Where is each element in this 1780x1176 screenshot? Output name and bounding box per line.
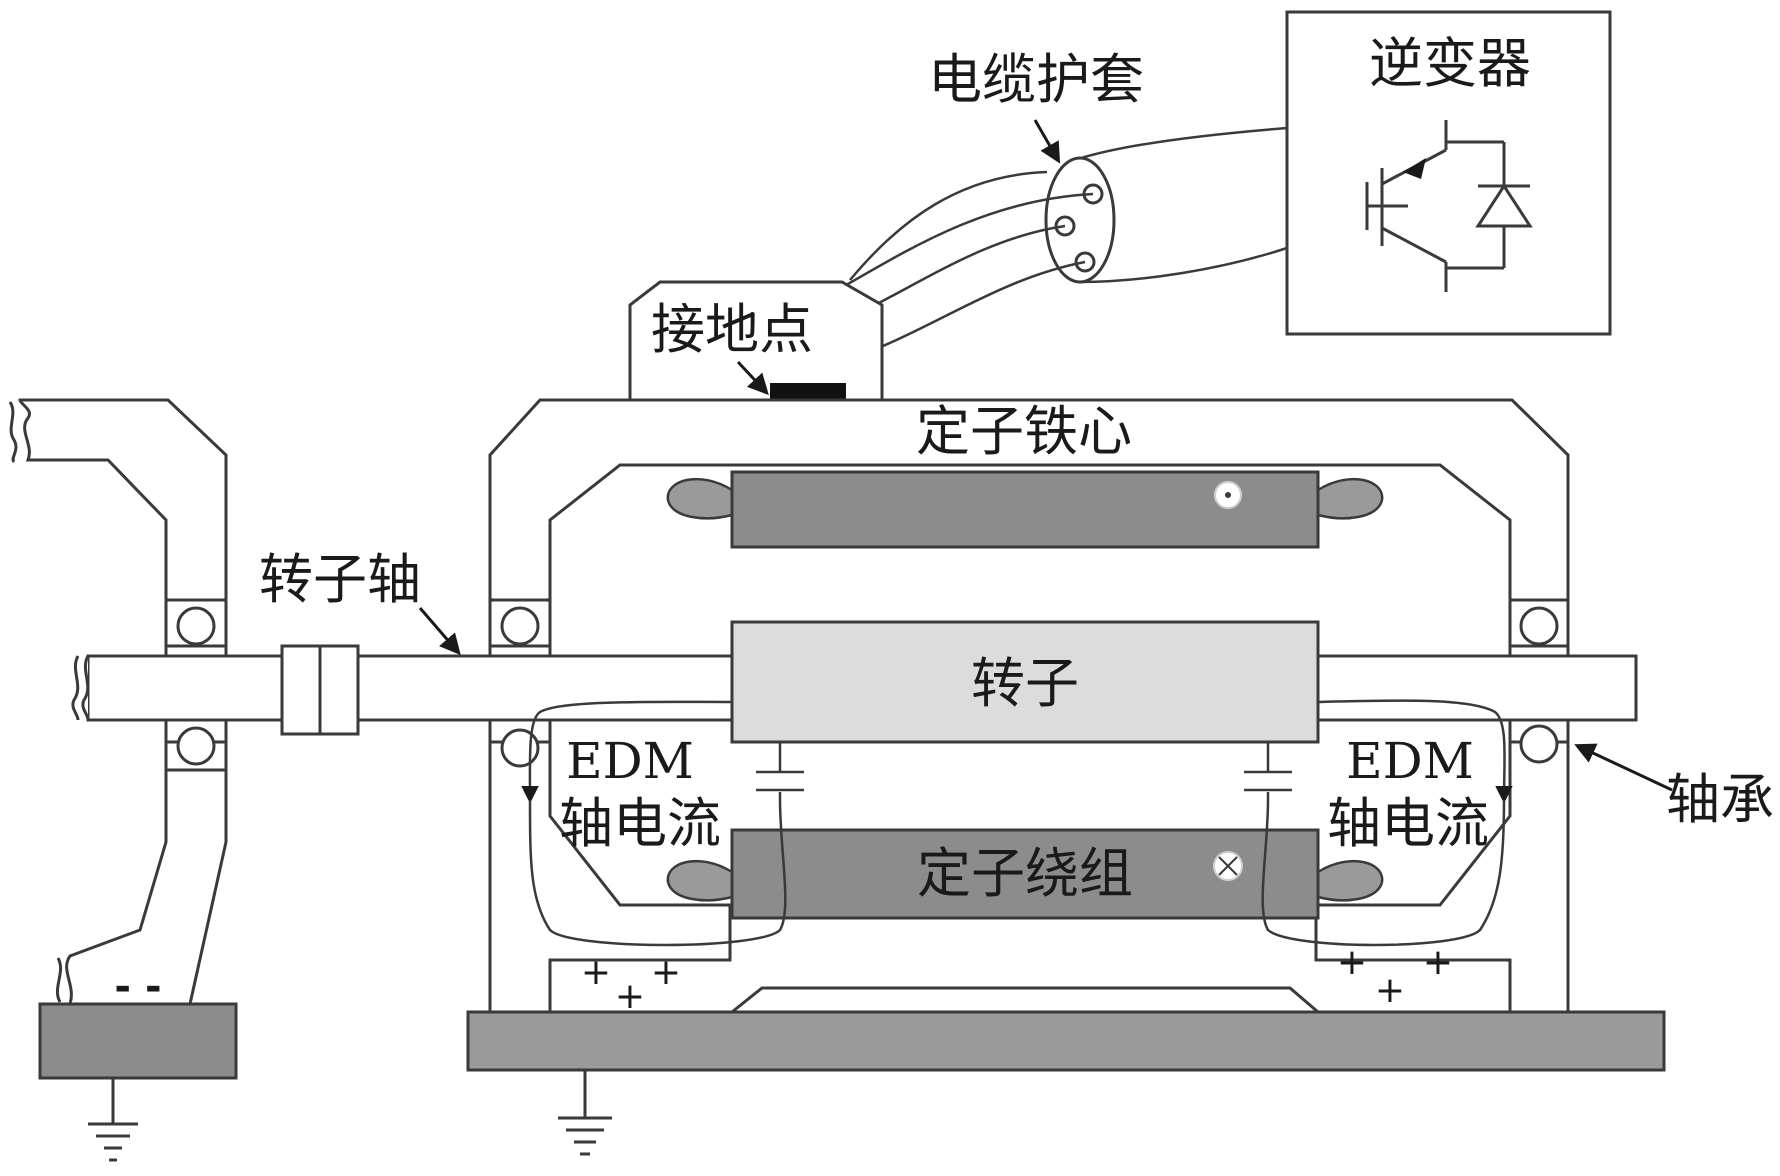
cable-jacket: 电缆护套: [819, 48, 1288, 367]
rotor-shaft-label: 转子轴: [259, 548, 421, 611]
plus-2: +: [615, 976, 645, 1017]
end-turn-top-right: [1316, 477, 1384, 520]
ground-block-left: [38, 1002, 238, 1162]
cable-jacket-label: 电缆护套: [928, 48, 1144, 111]
rotor-label: 转子: [971, 652, 1079, 715]
stator-winding-bottom: 定子绕组: [666, 828, 1384, 920]
base-plate: [466, 1010, 1666, 1156]
stator-winding-label: 定子绕组: [917, 842, 1133, 905]
edm-left-label-line1: EDM: [566, 732, 694, 790]
igbt-emitter-arrow-icon: [1403, 158, 1426, 179]
igbt-diode-symbol: [1365, 120, 1533, 292]
ground-point-pointer-arrow: [736, 360, 769, 396]
edm-current-path-right: [1244, 699, 1513, 947]
ground-point-pad: [770, 383, 846, 401]
plus-6: +: [1423, 942, 1453, 983]
positive-charges: + + + + + +: [581, 942, 1453, 1017]
edm-left-label-line2: 轴电流: [559, 792, 721, 855]
ground-symbol-base-icon: [558, 1070, 612, 1156]
ground-symbol-left-icon: [88, 1078, 138, 1162]
shaft-coupling: [280, 644, 360, 736]
cable-jacket-pointer-arrow: [1033, 119, 1061, 164]
rotor-shaft-pointer-arrow: [418, 607, 461, 656]
inverter-box: 逆变器: [1285, 10, 1612, 336]
bearing-pointer-arrow: [1574, 743, 1673, 792]
end-turn-bottom-right: [1316, 859, 1384, 902]
stator-core-label: 定子铁心: [916, 400, 1132, 463]
negative-charges-left: - -: [114, 964, 161, 1010]
end-turn-bottom-left: [666, 859, 734, 902]
terminal-box: 接地点: [628, 280, 884, 401]
rotor: 转子: [730, 620, 1320, 744]
plus-3: +: [651, 952, 681, 993]
ground-point-label: 接地点: [651, 298, 813, 361]
stator-core-top: 定子铁心: [666, 400, 1384, 549]
plus-5: +: [1375, 970, 1405, 1011]
end-turn-top-left: [666, 477, 734, 520]
edm-current-path-left: [521, 700, 804, 947]
plus-4: +: [1337, 942, 1367, 983]
bearing-label: 轴承: [1666, 768, 1774, 831]
plus-1: +: [581, 952, 611, 993]
inverter-label: 逆变器: [1369, 32, 1531, 95]
edm-right-label-line1: EDM: [1346, 732, 1474, 790]
edm-right-label-line2: 轴电流: [1327, 792, 1489, 855]
load-frame-left: [8, 398, 228, 1006]
